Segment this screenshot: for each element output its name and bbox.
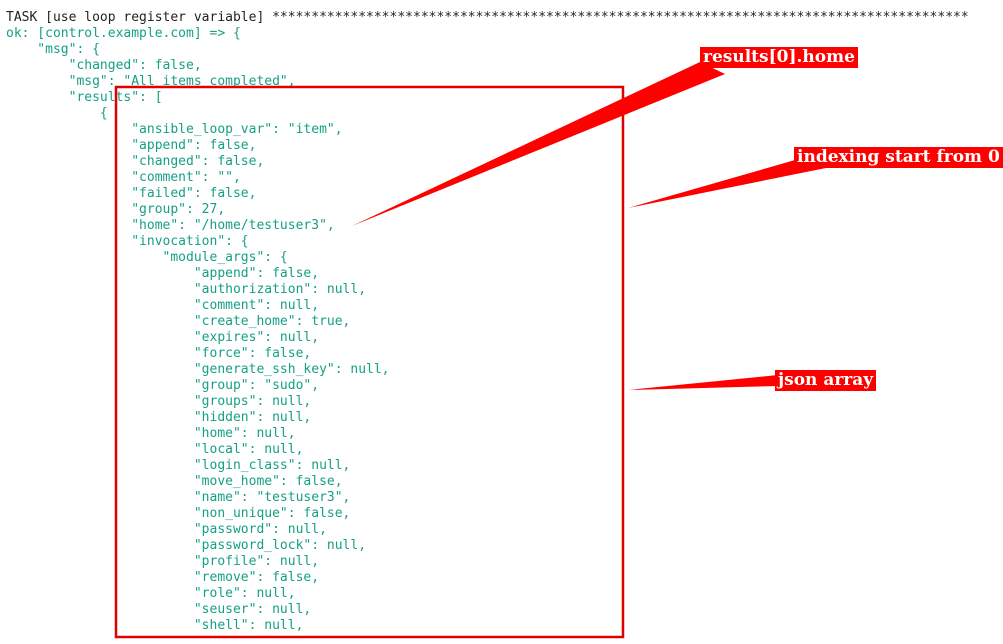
output-line: "force": false, bbox=[6, 346, 312, 361]
output-line: "expires": null, bbox=[6, 330, 320, 345]
label-json-array: json array bbox=[775, 370, 877, 391]
output-line: "groups": null, bbox=[6, 394, 312, 409]
output-line: "seuser": null, bbox=[6, 602, 312, 617]
output-line: "comment": null, bbox=[6, 298, 320, 313]
output-line: "msg": "All items completed", bbox=[6, 74, 296, 89]
output-line: "authorization": null, bbox=[6, 282, 367, 297]
output-line: "changed": false, bbox=[6, 58, 202, 73]
output-line: "invocation": { bbox=[6, 234, 249, 249]
output-line: "password": null, bbox=[6, 522, 327, 537]
output-line: ok: [control.example.com] => { bbox=[6, 26, 241, 41]
task-header-line: TASK [use loop register variable] ******… bbox=[6, 10, 969, 25]
output-line: "password_lock": null, bbox=[6, 538, 367, 553]
highlight-box bbox=[114, 85, 625, 639]
output-line: "move_home": false, bbox=[6, 474, 343, 489]
output-line: "comment": "", bbox=[6, 170, 241, 185]
output-line: "module_args": { bbox=[6, 250, 288, 265]
arrow-indexing bbox=[628, 160, 826, 208]
output-line: "failed": false, bbox=[6, 186, 257, 201]
output-line: "home": null, bbox=[6, 426, 296, 441]
output-line: { bbox=[6, 106, 108, 121]
output-line: "create_home": true, bbox=[6, 314, 351, 329]
output-line: "append": false, bbox=[6, 266, 320, 281]
output-line: "remove": false, bbox=[6, 570, 320, 585]
arrow-json-array bbox=[628, 375, 778, 390]
output-line: "changed": false, bbox=[6, 154, 265, 169]
output-line: "local": null, bbox=[6, 442, 304, 457]
output-line: "hidden": null, bbox=[6, 410, 312, 425]
label-indexing: indexing start from 0 bbox=[794, 147, 1003, 168]
label-results-home: results[0].home bbox=[700, 47, 858, 68]
output-line: "login_class": null, bbox=[6, 458, 351, 473]
output-line: "name": "testuser3", bbox=[6, 490, 351, 505]
output-line: "shell": null, bbox=[6, 618, 304, 633]
output-line: "msg": { bbox=[6, 42, 100, 57]
output-line: "non_unique": false, bbox=[6, 506, 351, 521]
output-line: "group": "sudo", bbox=[6, 378, 320, 393]
output-line: "results": [ bbox=[6, 90, 163, 105]
output-line: "home": "/home/testuser3", bbox=[6, 218, 335, 233]
output-line: "generate_ssh_key": null, bbox=[6, 362, 390, 377]
output-line: "ansible_loop_var": "item", bbox=[6, 122, 343, 137]
output-line: "append": false, bbox=[6, 138, 257, 153]
output-line: "group": 27, bbox=[6, 202, 226, 217]
arrow-results-home bbox=[352, 62, 725, 226]
output-line: "profile": null, bbox=[6, 554, 320, 569]
output-line: "role": null, bbox=[6, 586, 296, 601]
